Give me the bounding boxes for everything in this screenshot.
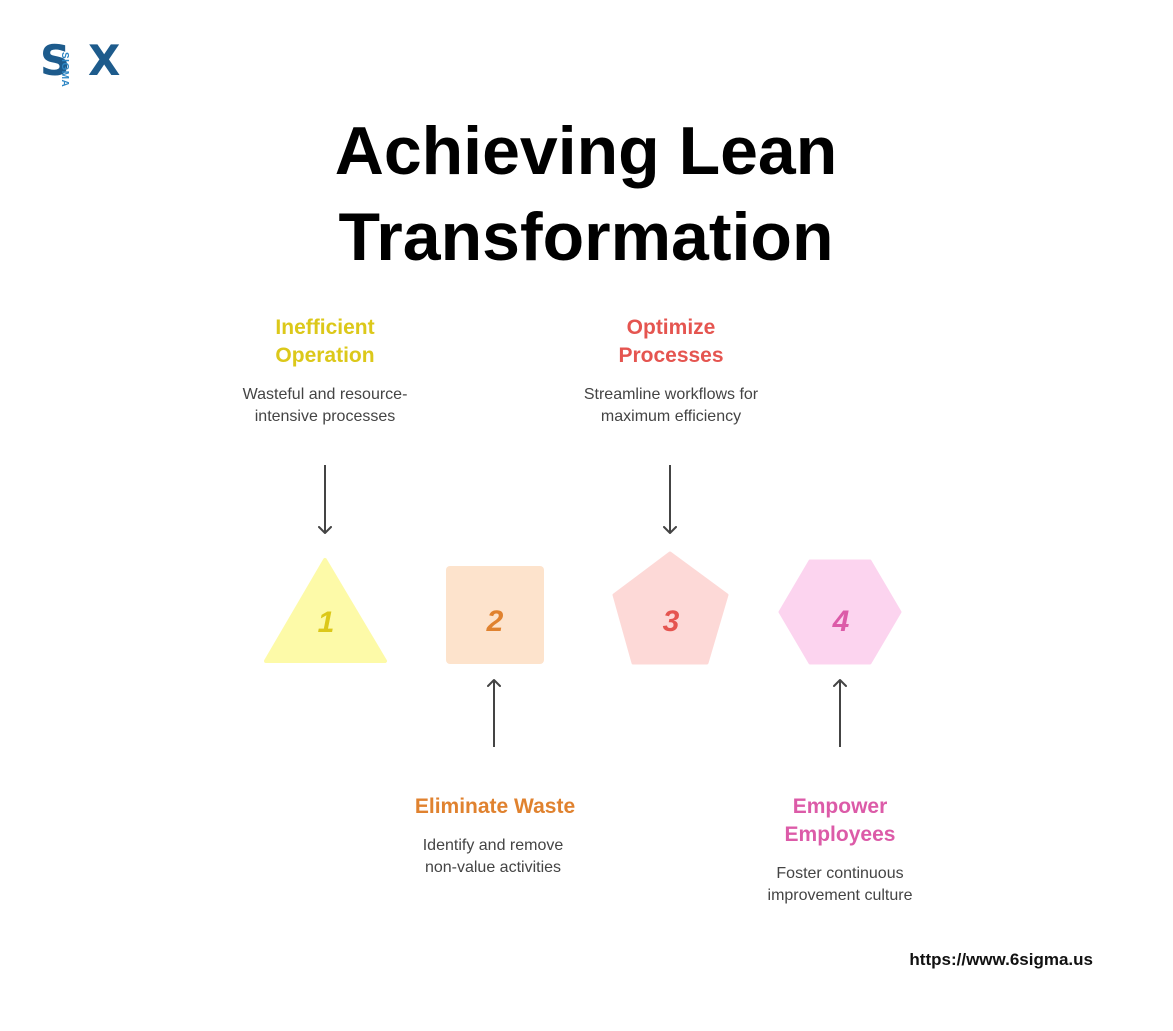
step-number-1: 1 xyxy=(318,606,335,639)
website-link[interactable]: https://www.6sigma.us xyxy=(909,950,1093,969)
step-4-desc-line-1: Foster continuous xyxy=(776,865,904,882)
step-1-desc-line-2: intensive processes xyxy=(254,408,396,425)
step-4-desc-line-2: improvement culture xyxy=(767,887,913,904)
step-3-desc-line-2: maximum efficiency xyxy=(600,408,742,425)
page-title: Achieving Lean Transformation xyxy=(236,108,936,280)
step-1-desc-line-1: Wasteful and resource- xyxy=(242,386,408,403)
step-4-heading: Empower Employees xyxy=(710,793,970,849)
hexagon-shape xyxy=(778,559,902,665)
step-4-heading-line-1: Empower xyxy=(792,795,888,818)
step-2-desc-line-1: Identify and remove xyxy=(422,837,564,854)
step-4-heading-line-2: Employees xyxy=(784,823,896,846)
logo-letter-s: S xyxy=(40,36,71,85)
sixsigma-logo: S SIGMA X xyxy=(40,36,124,88)
logo-letter-x: X xyxy=(88,36,121,85)
step-3-heading: Optimize Processes xyxy=(541,314,801,370)
step-number-2: 2 xyxy=(486,605,504,638)
step-2-heading-line-1: Eliminate Waste xyxy=(414,795,576,818)
step-number-3: 3 xyxy=(663,605,680,638)
title-line-2: Transformation xyxy=(338,199,834,275)
step-1-description: Wasteful and resource- intensive process… xyxy=(195,384,455,428)
step-1-heading: Inefficient Operation xyxy=(195,314,455,370)
step-3-desc-line-1: Streamline workflows for xyxy=(583,386,759,403)
step-2-description: Identify and remove non-value activities xyxy=(363,835,623,879)
step-3-heading-line-1: Optimize xyxy=(626,316,716,339)
step-3-description: Streamline workflows for maximum efficie… xyxy=(541,384,801,428)
step-1-heading-line-1: Inefficient xyxy=(275,316,375,339)
step-2-desc-line-2: non-value activities xyxy=(424,859,562,876)
step-number-4: 4 xyxy=(832,605,850,638)
triangle-shape xyxy=(264,558,387,663)
title-line-1: Achieving Lean xyxy=(334,113,838,189)
step-2-heading: Eliminate Waste xyxy=(365,793,625,821)
pentagon-shape xyxy=(612,551,729,665)
step-1-heading-line-2: Operation xyxy=(275,344,375,367)
step-3-heading-line-2: Processes xyxy=(618,344,724,367)
step-4-description: Foster continuous improvement culture xyxy=(710,863,970,907)
square-shape xyxy=(446,566,544,664)
